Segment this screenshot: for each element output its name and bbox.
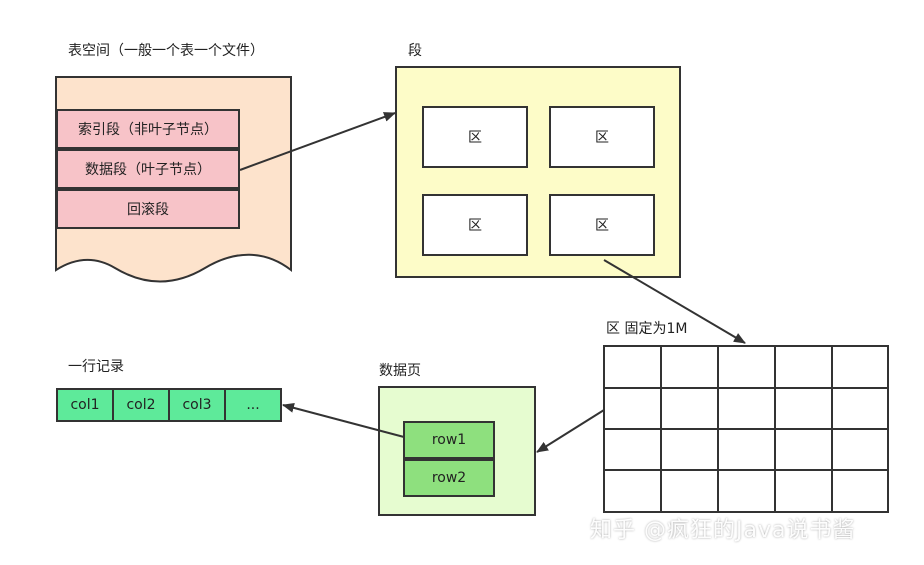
segment-title: 段 <box>408 43 422 59</box>
grid-line <box>605 428 887 430</box>
watermark: 知乎 @疯狂的Java说书酱 <box>590 518 856 543</box>
extent-box: 区 <box>549 106 655 168</box>
index-segment-row: 索引段（非叶子节点） <box>56 109 240 149</box>
tablespace-title: 表空间（一般一个表一个文件） <box>68 43 264 59</box>
arrow-page-to-record <box>282 402 405 438</box>
grid-line <box>605 469 887 471</box>
extent-page-grid <box>603 345 889 513</box>
record-col: col1 <box>56 388 114 422</box>
arrow-segment-to-extent <box>603 259 746 344</box>
record-col: col2 <box>112 388 170 422</box>
record-col: ... <box>224 388 282 422</box>
page-row: row1 <box>403 421 495 459</box>
rollback-segment-row: 回滚段 <box>56 189 240 229</box>
arrow-tablespace-to-segment <box>239 112 396 171</box>
extent-box: 区 <box>422 106 528 168</box>
arrow-extent-to-page <box>536 409 605 453</box>
page-row: row2 <box>403 459 495 497</box>
extent-title: 区 固定为1M <box>606 321 688 337</box>
extent-box: 区 <box>422 194 528 256</box>
record-title: 一行记录 <box>68 359 124 375</box>
data-segment-row: 数据段（叶子节点） <box>56 149 240 189</box>
extent-box: 区 <box>549 194 655 256</box>
data-page-title: 数据页 <box>379 363 421 379</box>
grid-line <box>605 387 887 389</box>
record-col: col3 <box>168 388 226 422</box>
